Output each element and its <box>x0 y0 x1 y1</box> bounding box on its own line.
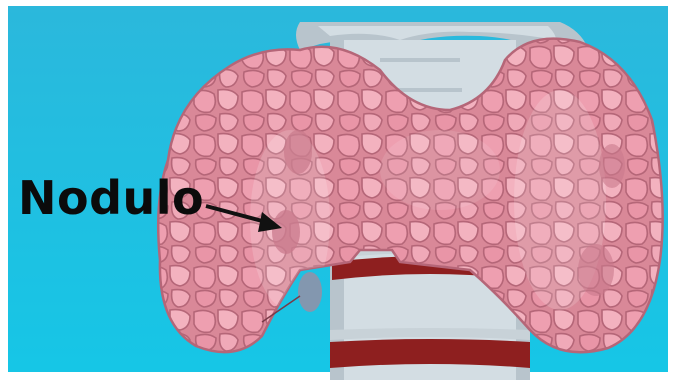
nodule <box>578 244 614 296</box>
nodule <box>599 144 625 188</box>
nodule <box>298 272 322 312</box>
nodule <box>284 130 312 174</box>
nodule-highlighted <box>272 210 300 254</box>
tracheal-ring-lower <box>330 339 530 368</box>
nodule-label: Nodulo <box>18 170 204 226</box>
